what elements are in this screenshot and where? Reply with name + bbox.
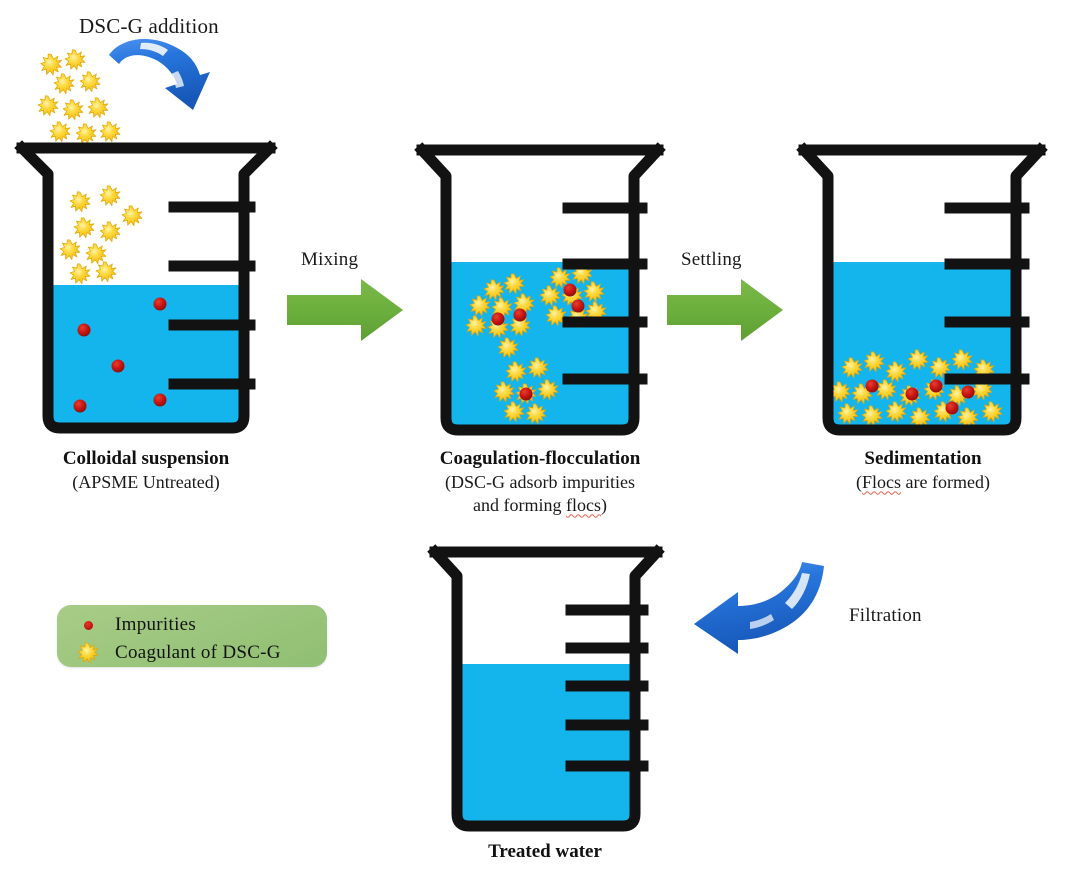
caption-subtitle: (DSC-G adsorb impurities [445,472,635,493]
water-fill [828,262,1016,430]
impurity-group [865,379,975,415]
impurity-dot [153,297,167,311]
mixing-arrow [287,279,403,341]
dsc-g-addition-arrow [109,38,210,110]
impurity-dot [77,323,91,337]
impurity-dot [111,359,125,373]
graduation-marks [944,202,1030,385]
falling-coagulant-group [37,49,121,145]
caption-sub-misspelled: Flocs [862,472,902,493]
beaker-sedimentation [796,142,1048,436]
beaker-outline [414,142,666,436]
beaker-colloidal-suspension [14,140,278,434]
dsc-g-addition-label: DSC-G addition [79,14,219,38]
impurity-dot [905,387,919,401]
coagulant-star-icon [75,123,97,145]
settling-arrow [667,279,783,341]
impurity-dot [945,401,959,415]
water-fill [48,285,244,428]
caption-colloidal-suspension: Colloidal suspension (APSME Untreated) [16,447,276,494]
coagulant-star-icon [37,95,59,117]
beaker-outline [14,140,278,434]
graduation-marks [562,202,648,385]
coagulant-star-icon [79,71,101,93]
caption-sub-post: are formed) [901,472,990,493]
caption-title: Coagulation-flocculation [439,448,641,469]
caption-sub-pre: ( [856,472,863,493]
coagulant-star-icon [62,99,84,121]
legend-item-impurities: Impurities [71,611,327,639]
caption-title: Colloidal suspension [62,448,230,469]
impurity-dot [513,308,527,322]
impurity-group [491,283,585,401]
coagulant-in-beaker-group [59,185,143,285]
legend-box: Impurities Coagulant of DSC-G [57,605,327,667]
beaker-coagulation-flocculation [414,142,666,436]
impurity-dot [153,393,167,407]
beaker-treated-water [427,544,665,832]
caption-subtitle: (APSME Untreated) [72,472,220,493]
coagulant-star-icon [64,49,86,71]
legend-label: Coagulant of DSC-G [115,642,281,663]
impurity-dot [961,385,975,399]
legend-label: Impurities [115,614,197,635]
settling-label: Settling [681,249,742,270]
filtration-arrow [694,562,824,654]
impurity-dot [865,379,879,393]
beaker-outline [427,544,665,832]
graduation-marks [565,604,649,772]
impurity-dot [571,299,585,313]
caption-sub2-pre: and forming [473,495,566,516]
coagulant-star-icon [40,53,62,76]
impurity-dot [563,283,577,297]
water-fill [446,262,634,430]
coagulant-star-icon [71,641,105,665]
graduation-marks [168,201,256,390]
caption-treated-water: Treated water [420,840,670,864]
coagulant-star-icon [53,73,75,95]
impurity-group [73,297,167,413]
caption-coagulation-flocculation: Coagulation-flocculation (DSC-G adsorb i… [390,447,690,517]
beaker-outline [796,142,1048,436]
impurity-dot [519,387,533,401]
caption-sub2-misspelled: flocs [565,495,601,516]
caption-subtitle-2: and forming flocs) [390,494,690,517]
coagulant-star-icon [99,121,121,143]
mixing-label: Mixing [301,249,359,270]
legend-item-coagulant: Coagulant of DSC-G [71,639,327,667]
impurity-dot [929,379,943,393]
caption-sedimentation: Sedimentation (Flocs are formed) [790,447,1056,494]
caption-sub2-post: ) [600,495,607,516]
impurity-dot-icon [71,620,105,630]
impurity-dot [491,312,505,326]
caption-subtitle: (Flocs are formed) [790,471,1056,494]
impurity-dot [73,399,87,413]
filtration-label: Filtration [849,605,922,626]
coagulant-star-icon [87,97,109,119]
caption-title: Treated water [488,841,602,862]
coagulant-star-icon [49,121,71,143]
caption-title: Sedimentation [864,448,982,469]
